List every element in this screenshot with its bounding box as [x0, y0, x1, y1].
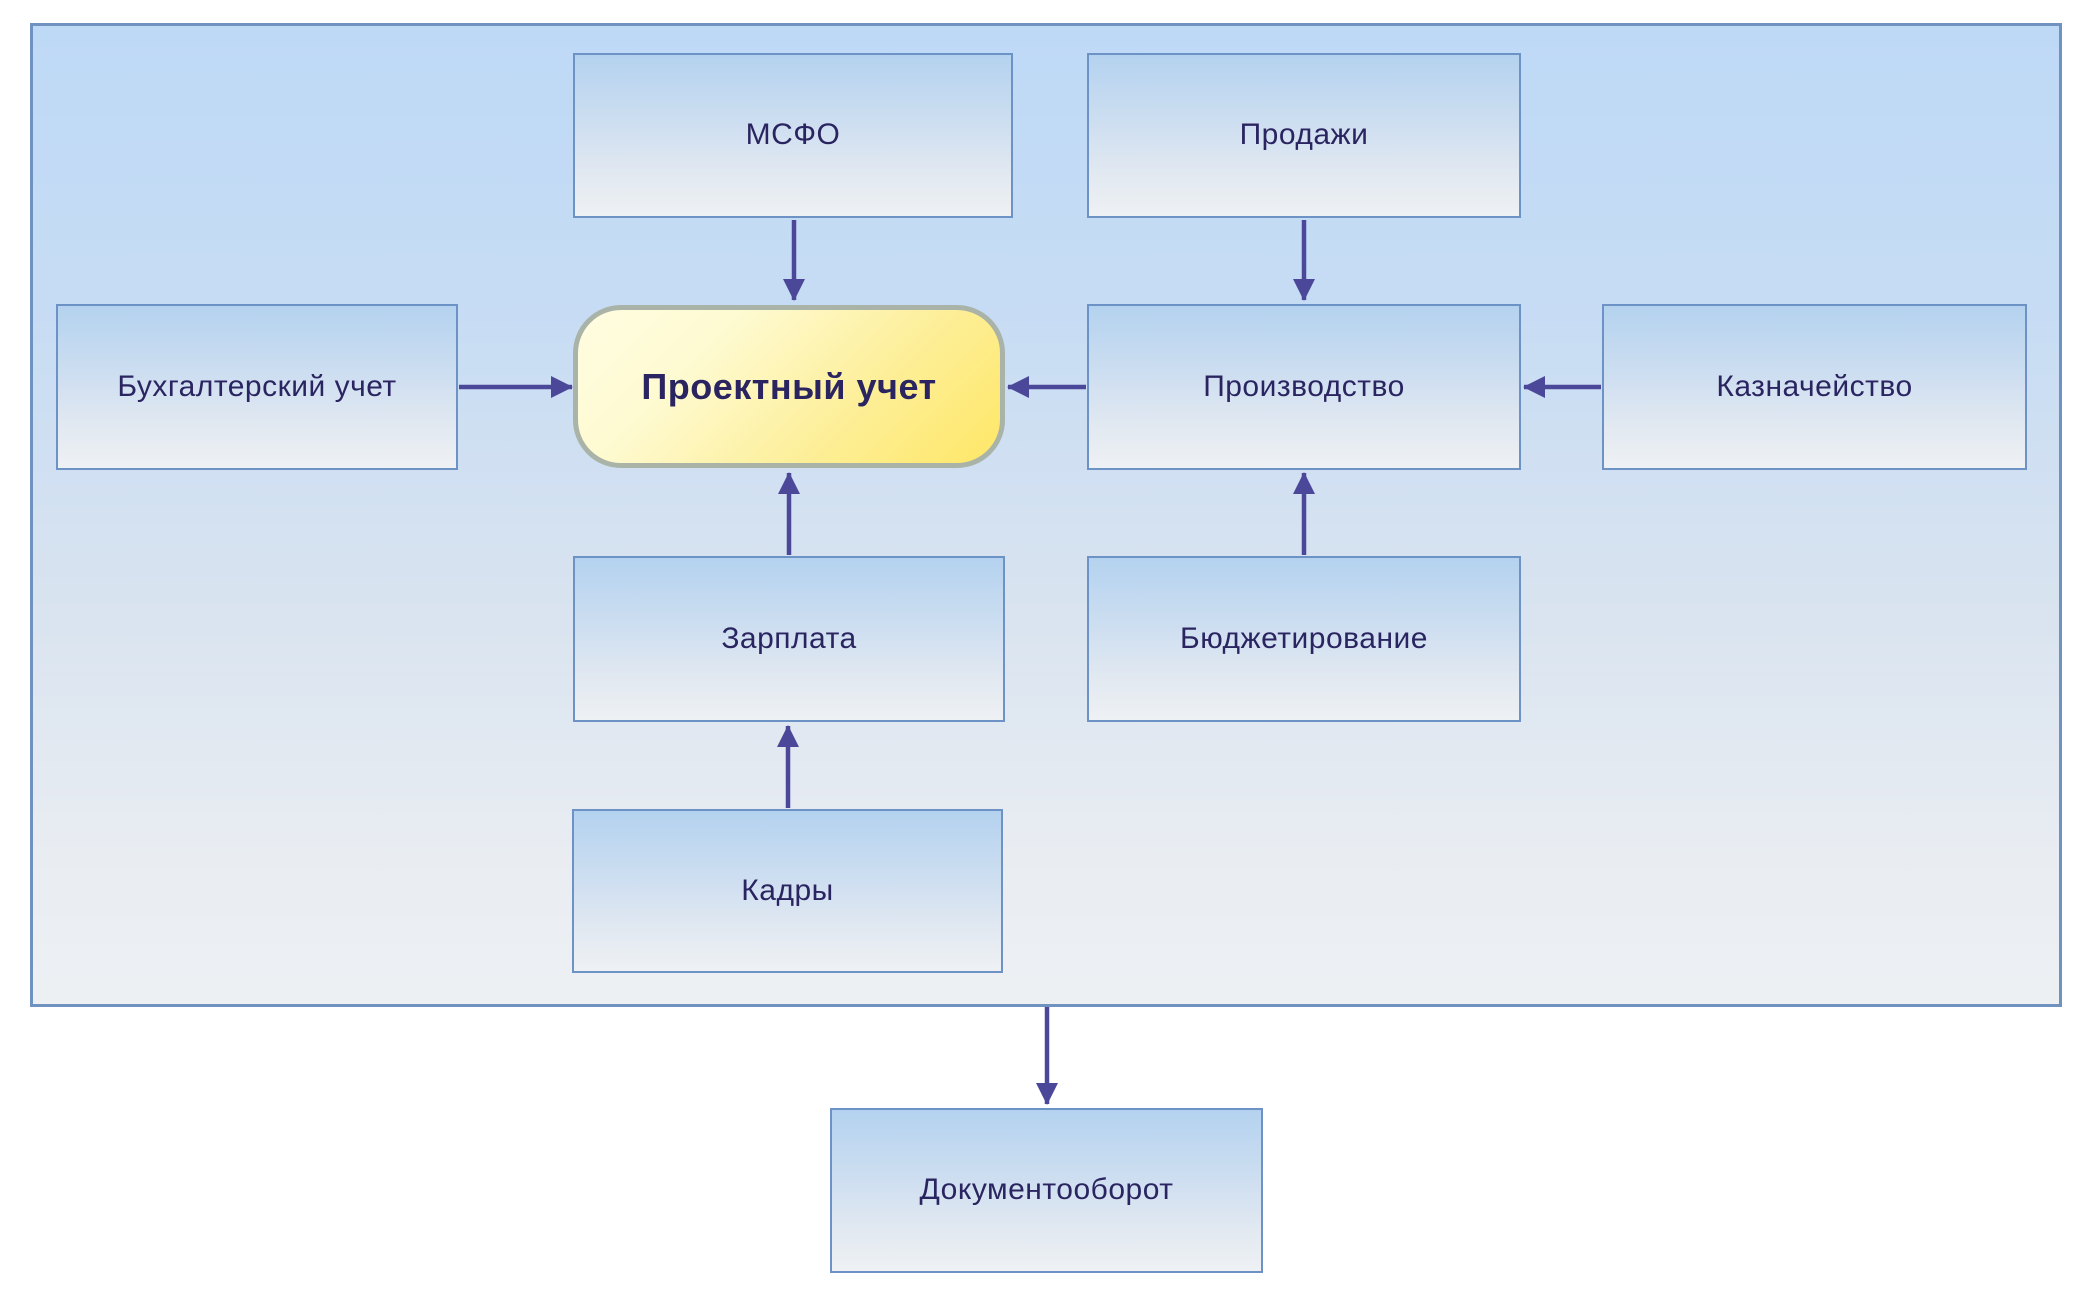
node-payroll-label: Зарплата — [721, 621, 857, 655]
node-project-accounting: Проектный учет — [573, 305, 1005, 468]
node-sales-label: Продажи — [1239, 118, 1369, 152]
node-treasury: Казначейство — [1602, 304, 2027, 470]
node-document-flow: Документооборот — [830, 1108, 1263, 1273]
node-production: Производство — [1087, 304, 1521, 470]
node-production-label: Производство — [1203, 369, 1405, 403]
node-project-accounting-label: Проектный учет — [641, 365, 937, 407]
node-document-flow-label: Документооборот — [919, 1173, 1174, 1207]
node-accounting-label: Бухгалтерский учет — [117, 369, 397, 403]
node-hr: Кадры — [572, 809, 1003, 973]
node-budgeting-label: Бюджетирование — [1180, 621, 1428, 655]
node-msfo: МСФО — [573, 53, 1013, 218]
system-boundary-container — [30, 23, 2062, 1007]
node-accounting: Бухгалтерский учет — [56, 304, 458, 470]
node-msfo-label: МСФО — [745, 118, 841, 152]
node-budgeting: Бюджетирование — [1087, 556, 1521, 722]
node-payroll: Зарплата — [573, 556, 1005, 722]
node-sales: Продажи — [1087, 53, 1521, 218]
node-hr-label: Кадры — [741, 873, 834, 907]
node-treasury-label: Казначейство — [1716, 369, 1913, 403]
